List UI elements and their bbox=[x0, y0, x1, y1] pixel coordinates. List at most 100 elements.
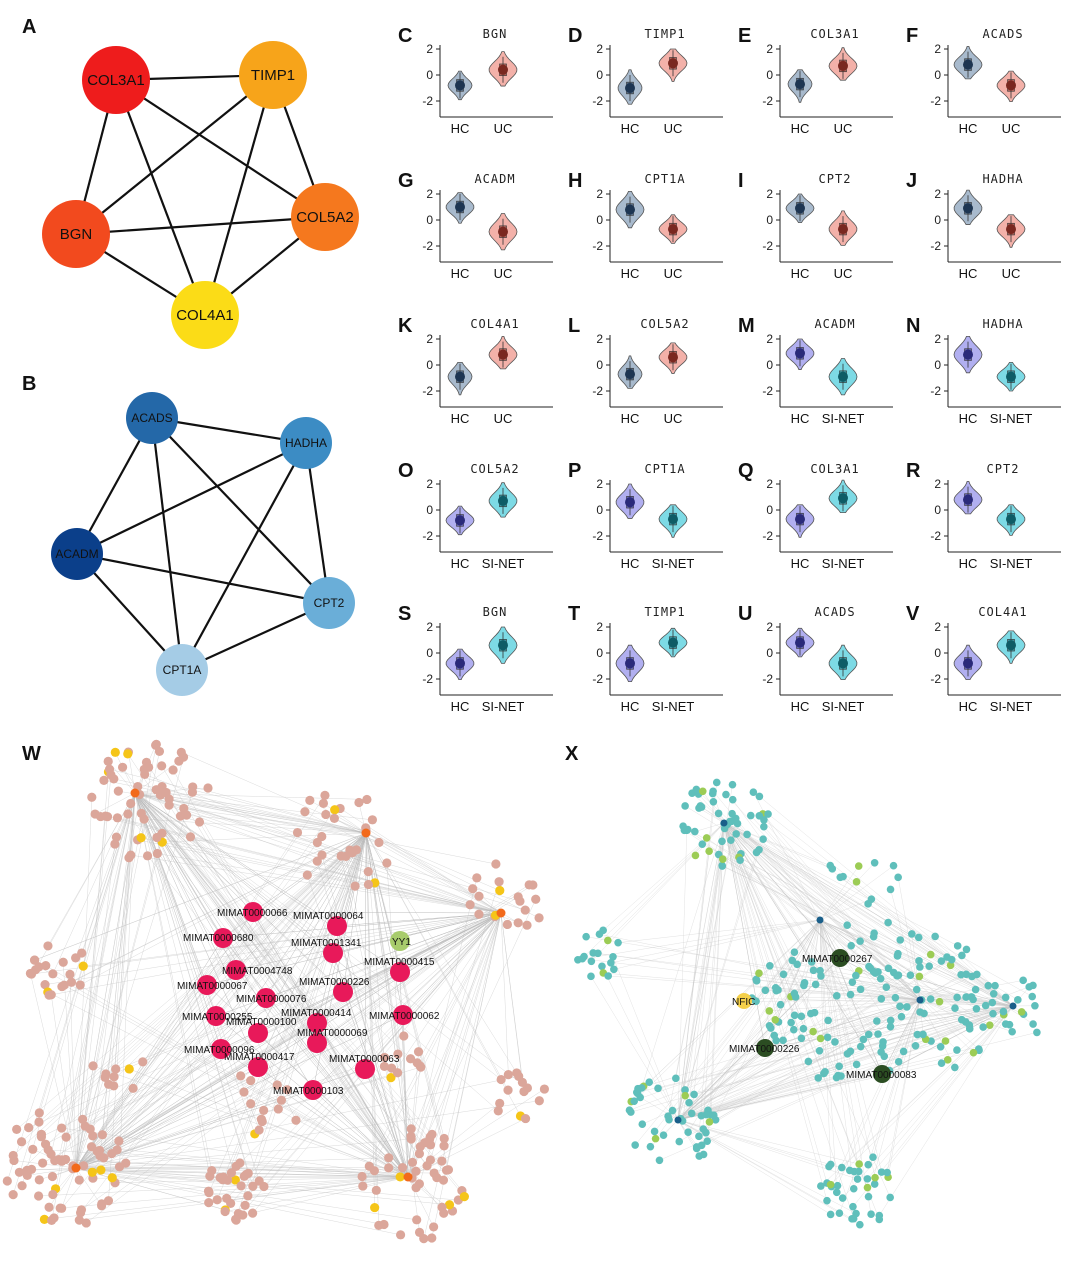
edge bbox=[239, 912, 502, 1164]
mirna-node bbox=[323, 943, 343, 963]
leaf-node bbox=[443, 1165, 454, 1175]
median-point bbox=[455, 80, 465, 91]
violin-title: TIMP1 bbox=[644, 605, 685, 619]
leaf-node bbox=[414, 1227, 425, 1238]
violin-title: CPT2 bbox=[819, 172, 852, 186]
edge bbox=[95, 792, 136, 815]
leaf-node bbox=[363, 879, 374, 890]
leaf-node bbox=[520, 1113, 531, 1124]
leaf-node bbox=[867, 1210, 875, 1219]
edge bbox=[723, 822, 1033, 997]
leaf-node bbox=[821, 1068, 829, 1076]
mirna-label: MIMAT0000064 bbox=[293, 911, 364, 922]
edge bbox=[677, 1050, 980, 1121]
leaf-node bbox=[1029, 1020, 1037, 1028]
edge bbox=[811, 961, 1014, 1007]
edge bbox=[723, 822, 856, 976]
leaf-node bbox=[835, 1062, 843, 1071]
leaf-node bbox=[437, 1156, 447, 1166]
network-node bbox=[156, 644, 208, 696]
mirna-node bbox=[327, 916, 347, 936]
leaf-node bbox=[142, 851, 153, 861]
edge bbox=[368, 884, 502, 914]
leaf-node bbox=[854, 862, 863, 870]
leaf-node bbox=[272, 1080, 282, 1090]
median-point bbox=[838, 658, 848, 669]
network-edge bbox=[76, 553, 183, 671]
leaf-node bbox=[386, 1073, 396, 1083]
hub-node bbox=[403, 1172, 413, 1182]
leaf-node bbox=[74, 1175, 84, 1185]
edge bbox=[134, 792, 433, 1135]
leaf-node bbox=[220, 1206, 230, 1217]
leaf-node bbox=[164, 800, 174, 810]
leaf-node bbox=[953, 942, 962, 950]
leaf-node bbox=[817, 1182, 825, 1190]
y-tick-label: 0 bbox=[766, 503, 773, 517]
leaf-node bbox=[236, 1181, 246, 1191]
panel-letter: L bbox=[568, 315, 580, 337]
leaf-node bbox=[427, 1129, 437, 1139]
edge bbox=[819, 919, 825, 1074]
edge bbox=[129, 1068, 409, 1178]
leaf-node bbox=[71, 953, 81, 963]
median-point bbox=[963, 203, 973, 214]
edge bbox=[227, 832, 367, 1181]
edge bbox=[365, 832, 480, 897]
leaf-node bbox=[971, 985, 980, 994]
leaf-node bbox=[321, 809, 331, 820]
median-point bbox=[1006, 80, 1016, 91]
leaf-node bbox=[411, 1182, 421, 1193]
group-label: SI-NET bbox=[652, 556, 695, 571]
group-label: SI-NET bbox=[990, 699, 1033, 714]
violin-title: COL5A2 bbox=[640, 317, 689, 331]
leaf-node bbox=[48, 969, 58, 979]
y-tick-label: -2 bbox=[762, 672, 773, 686]
median-point bbox=[1006, 514, 1016, 525]
leaf-node bbox=[123, 749, 133, 759]
edge bbox=[75, 1100, 540, 1169]
leaf-node bbox=[248, 1208, 258, 1218]
edge bbox=[637, 999, 921, 1089]
edge bbox=[820, 1005, 1014, 1039]
edge bbox=[819, 919, 920, 977]
edge bbox=[599, 934, 921, 1001]
edge bbox=[222, 832, 367, 1180]
leaf-node bbox=[531, 894, 541, 904]
leaf-node bbox=[107, 1148, 117, 1159]
leaf-node bbox=[809, 1027, 817, 1036]
network-edge bbox=[114, 79, 207, 316]
leaf-node bbox=[703, 1137, 712, 1145]
group-label: UC bbox=[664, 121, 683, 136]
edge bbox=[636, 1005, 1014, 1093]
leaf-node bbox=[863, 1183, 872, 1192]
median-point bbox=[668, 637, 678, 648]
edge bbox=[819, 919, 994, 994]
edge bbox=[677, 925, 848, 1121]
y-tick-label: 2 bbox=[596, 620, 603, 634]
leaf-node bbox=[755, 969, 763, 978]
leaf-node bbox=[816, 1034, 825, 1043]
leaf-node bbox=[152, 832, 162, 843]
leaf-node bbox=[973, 970, 981, 979]
edge bbox=[696, 1005, 1014, 1148]
leaf-node bbox=[863, 1175, 872, 1183]
leaf-node bbox=[124, 1064, 134, 1074]
edge bbox=[586, 936, 1014, 1007]
leaf-node bbox=[415, 1142, 425, 1152]
edge bbox=[723, 822, 930, 967]
median-point bbox=[668, 352, 678, 363]
group-label: UC bbox=[494, 411, 513, 426]
edge bbox=[677, 823, 725, 1121]
leaf-node bbox=[962, 945, 971, 954]
edge bbox=[819, 919, 920, 961]
mirna-label: MIMAT0000103 bbox=[273, 1086, 344, 1097]
y-tick-label: -2 bbox=[762, 529, 773, 543]
leaf-node bbox=[848, 978, 857, 986]
edge bbox=[712, 793, 725, 824]
y-tick-label: 2 bbox=[766, 42, 773, 56]
leaf-node bbox=[491, 859, 501, 869]
mirna-label: MIMAT0000076 bbox=[236, 994, 307, 1005]
edge bbox=[75, 1167, 401, 1236]
